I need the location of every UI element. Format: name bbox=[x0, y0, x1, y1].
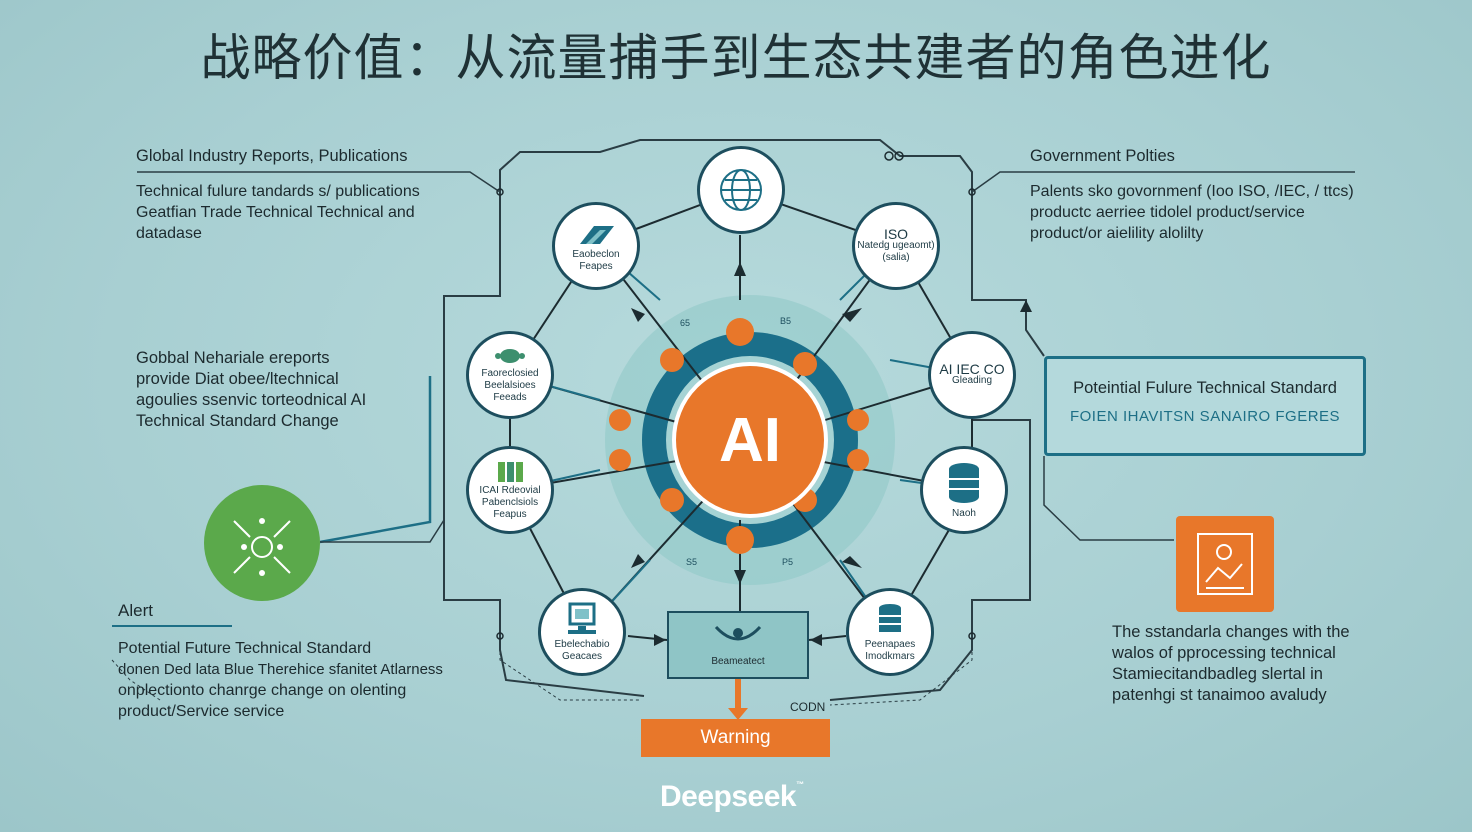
standard-box-subtitle: FOIEN IHAVITSN SANAIRO FGERES bbox=[1069, 408, 1341, 425]
database-icon bbox=[949, 462, 979, 503]
alert-text: Potential Future Technical Standard done… bbox=[118, 638, 443, 722]
logo-text: Deepseek bbox=[660, 780, 797, 813]
global-line: Technical Standard Change bbox=[136, 412, 339, 430]
node-label: (salia) bbox=[882, 252, 910, 263]
alert-line: donen Ded lata Blue Therehice sfanitet A… bbox=[118, 661, 443, 678]
node-label: Imodkmars bbox=[865, 650, 915, 662]
description-line: patenhgi st tanaimoo avaludy bbox=[1112, 686, 1327, 704]
standard-box-title: Poteintial Fulure Technical Standard bbox=[1073, 379, 1337, 397]
node-label: AI IEC CO bbox=[939, 361, 1005, 377]
warning-box: Warning bbox=[641, 719, 830, 757]
global-line: Gobbal Nehariale ereports bbox=[136, 349, 330, 367]
chat-icon bbox=[495, 348, 525, 363]
alert-line: onplectionto chanrge change on olenting bbox=[118, 682, 407, 699]
description-text: The sstandarla changes with the walos of… bbox=[1112, 622, 1350, 706]
node-label: Peenapaes bbox=[864, 638, 916, 650]
process-map-icon bbox=[1176, 516, 1274, 612]
gov-line: productc aerriee tidolel product/service bbox=[1030, 204, 1305, 221]
node-label: Eaobeclon bbox=[572, 248, 620, 260]
node-label: Natedg ugeaomt) bbox=[857, 240, 935, 251]
node-label: Feapus bbox=[493, 508, 527, 520]
gov-line: Palents sko govornmenf (Ioo ISO, /IEC, /… bbox=[1030, 183, 1354, 200]
logo-tm: ™ bbox=[796, 780, 804, 789]
global-line: provide Diat obee/ltechnical bbox=[136, 370, 339, 388]
radar-icon bbox=[714, 625, 762, 641]
reports-heading: Global Industry Reports, Publications bbox=[136, 147, 408, 165]
reports-line: datadase bbox=[136, 225, 202, 242]
document-stack-icon bbox=[580, 225, 614, 244]
node-label: Geacaes bbox=[561, 650, 603, 662]
node-server: Peenapaes Imodkmars bbox=[846, 588, 934, 676]
node-database: Naoh bbox=[920, 446, 1008, 534]
ring-tick: B5 bbox=[780, 316, 792, 326]
globe-node bbox=[697, 146, 785, 234]
page-title: 战略价值：从流量捕手到生态共建者的角色进化 bbox=[200, 29, 1272, 87]
monitor-panel: Beameatect bbox=[667, 611, 809, 679]
globe-icon bbox=[720, 169, 762, 211]
description-line: Stamiecitandbadleg slertal in bbox=[1112, 665, 1323, 683]
description-line: The sstandarla changes with the bbox=[1112, 623, 1350, 641]
node-publications: Eaobeclon Feapes bbox=[552, 202, 640, 290]
reports-line: Technical fulure tandards s/ publication… bbox=[136, 183, 420, 200]
deepseek-logo: Deepseek™ bbox=[660, 780, 804, 814]
gov-text: Palents sko govornmenf (Ioo ISO, /IEC, /… bbox=[1030, 181, 1354, 244]
node-label: Feeads bbox=[493, 391, 527, 403]
gov-line: product/or aielility alolilty bbox=[1030, 225, 1204, 242]
alert-underline bbox=[112, 625, 232, 627]
node-forecast: Faoreclosied Beelalsioes Feeads bbox=[466, 331, 554, 419]
node-label: Gleading bbox=[951, 375, 993, 386]
alert-signal-icon bbox=[204, 485, 320, 601]
standard-box: Poteintial Fulure Technical Standard FOI… bbox=[1044, 356, 1366, 456]
global-text: Gobbal Nehariale ereports provide Diat o… bbox=[136, 348, 366, 432]
node-label: Feapes bbox=[579, 260, 613, 272]
description-line: walos of pprocessing technical bbox=[1112, 644, 1336, 662]
node-label: Naoh bbox=[952, 507, 976, 519]
books-icon bbox=[498, 461, 523, 482]
reports-line: Geatfian Trade Technical Technical and bbox=[136, 204, 415, 221]
node-label: ICAI Rdeovial bbox=[479, 484, 541, 496]
gov-heading: Government Polties bbox=[1030, 147, 1175, 165]
server-icon bbox=[879, 603, 901, 632]
alert-label: Alert bbox=[118, 601, 153, 620]
ring-tick: S5 bbox=[686, 557, 698, 567]
global-line: agoulies ssenvic torteodnical AI bbox=[136, 391, 367, 409]
ai-core: AI bbox=[672, 362, 828, 518]
alert-line: Potential Future Technical Standard bbox=[118, 640, 372, 657]
ring-tick: 65 bbox=[680, 318, 691, 328]
node-icai: ICAI Rdeovial Pabenclsiols Feapus bbox=[466, 446, 554, 534]
node-iso: ISO Natedg ugeaomt) (salia) bbox=[852, 202, 940, 290]
node-iec: AI IEC CO Gleading bbox=[928, 331, 1016, 419]
ring-tick: P5 bbox=[782, 557, 794, 567]
node-label: Beelalsioes bbox=[484, 379, 536, 391]
node-label: Pabenclsiols bbox=[481, 496, 539, 508]
node-label: Faoreclosied bbox=[481, 367, 539, 379]
monitor-label: Beameatect bbox=[711, 656, 765, 667]
reports-text: Technical fulure tandards s/ publication… bbox=[136, 181, 420, 244]
codn-label: CODN bbox=[790, 700, 826, 714]
alert-line: product/Service service bbox=[118, 703, 285, 720]
node-label: Ebelechabio bbox=[554, 638, 610, 650]
node-label: ISO bbox=[883, 226, 909, 242]
node-computer: Ebelechabio Geacaes bbox=[538, 588, 626, 676]
computer-icon bbox=[568, 602, 596, 634]
